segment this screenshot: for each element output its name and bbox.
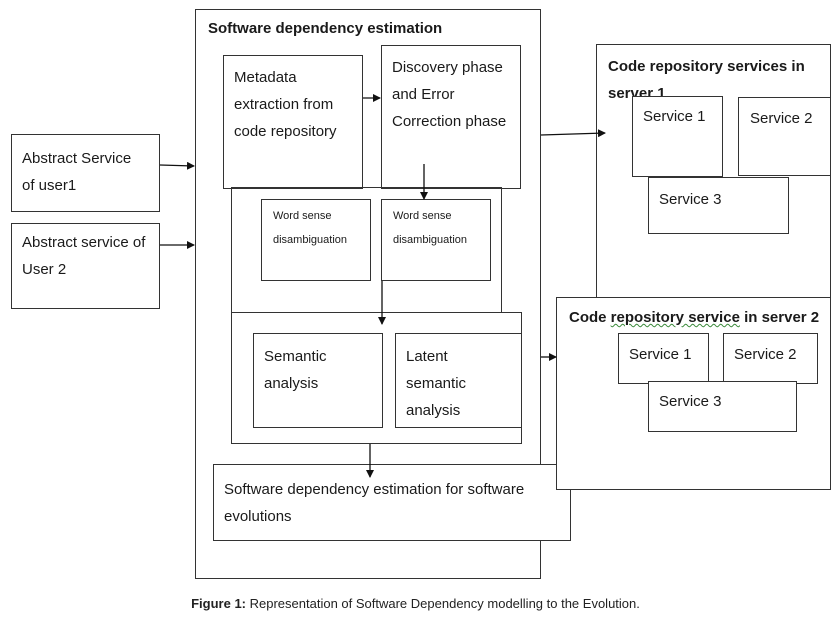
figure-caption: Figure 1: Representation of Software Dep… (191, 596, 640, 611)
output-label: Software dependency estimation for softw… (224, 481, 525, 525)
semantic-label: Semantic analysis (264, 348, 327, 392)
user2-label: Abstract service of User 2 (22, 234, 146, 278)
wsd-left-box: Word sense disambiguation (261, 199, 371, 281)
server1-service3-box: Service 3 (648, 177, 789, 234)
latent-box: Latent semantic analysis (395, 333, 522, 428)
discovery-label: Discovery phase and Error Correction pha… (392, 59, 507, 130)
server2-service3-box: Service 3 (648, 381, 797, 432)
server2-service2-box: Service 2 (723, 333, 818, 384)
user2-box: Abstract service of User 2 (11, 223, 160, 309)
latent-label: Latent semantic analysis (406, 348, 467, 419)
server1-service3-label: Service 3 (659, 191, 722, 208)
metadata-label: Metadata extraction from code repository (234, 69, 337, 140)
wsd-right-box: Word sense disambiguation (381, 199, 491, 281)
discovery-box: Discovery phase and Error Correction pha… (381, 45, 521, 189)
output-box: Software dependency estimation for softw… (213, 464, 571, 541)
server1-service1-box: Service 1 (632, 96, 723, 177)
main-title: Software dependency estimation (208, 20, 443, 37)
server2-service1-box: Service 1 (618, 333, 709, 384)
user1-box: Abstract Service of user1 (11, 134, 160, 212)
server1-service1-label: Service 1 (643, 108, 706, 125)
server2-title: Code repository service in server 2 (569, 309, 820, 326)
server2-service2-label: Service 2 (734, 346, 797, 363)
server1-service2-box: Service 2 (738, 97, 831, 176)
server2-service3-label: Service 3 (659, 393, 722, 410)
metadata-box: Metadata extraction from code repository (223, 55, 363, 189)
user1-label: Abstract Service of user1 (22, 150, 132, 194)
server1-service2-label: Service 2 (750, 110, 813, 127)
wsd-left-label: Word sense disambiguation (273, 210, 347, 246)
server2-service1-label: Service 1 (629, 346, 692, 363)
semantic-box: Semantic analysis (253, 333, 383, 428)
wsd-right-label: Word sense disambiguation (393, 210, 467, 246)
arrow-user1-to-main (159, 161, 195, 170)
